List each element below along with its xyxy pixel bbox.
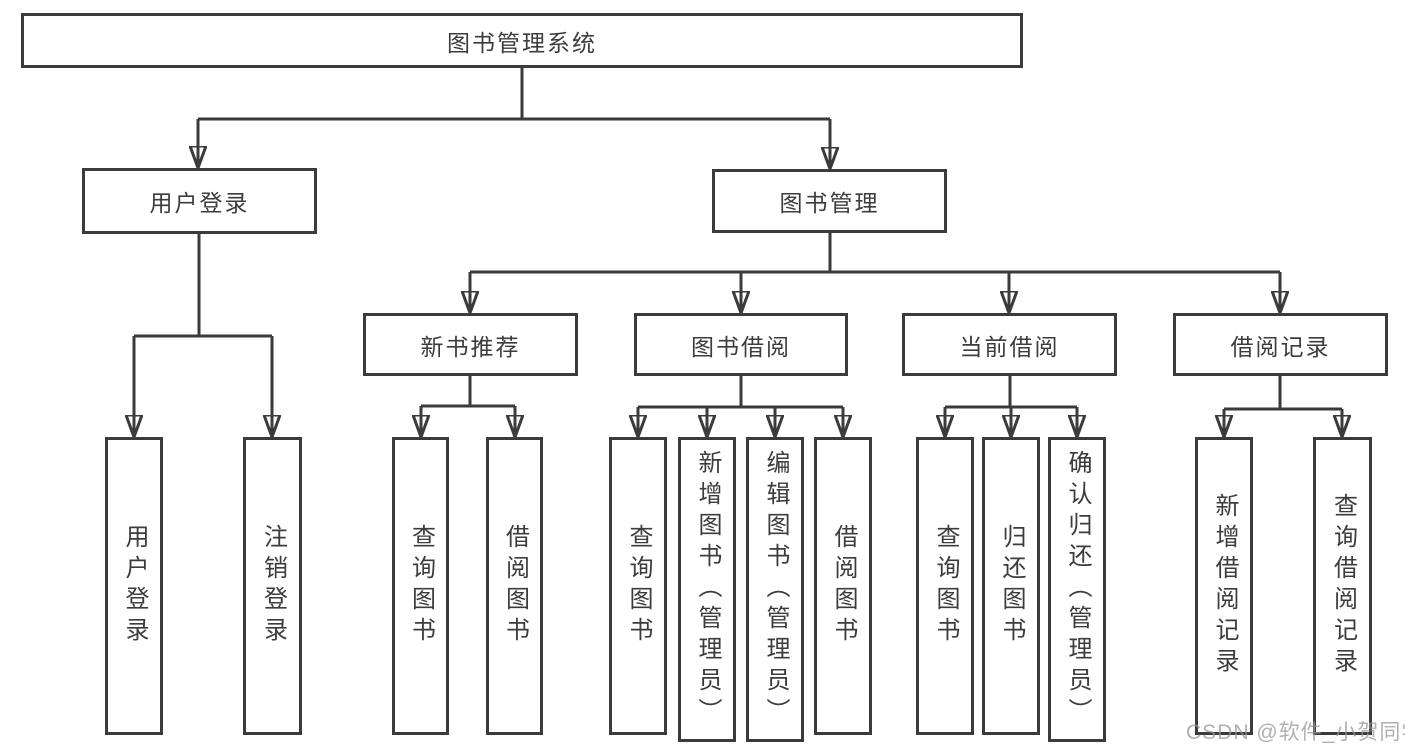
node-label: 新书推荐 — [420, 333, 521, 360]
node-label: 查询图书 — [407, 524, 435, 648]
leaf-nbr-query-books: 查询图书 — [392, 437, 449, 735]
node-label: 图书借阅 — [691, 333, 791, 360]
connector-bb-split — [638, 376, 843, 409]
connector-nbr-split — [421, 376, 515, 408]
leaf-cb-query-books: 查询图书 — [916, 437, 974, 735]
node-label: 借阅图书 — [830, 524, 857, 648]
node-book-borrowing: 图书借阅 — [634, 313, 848, 376]
node-label: 新增图书（管理员） — [694, 450, 721, 729]
node-label: 借阅记录 — [1230, 333, 1331, 360]
leaf-nbr-borrow-books: 借阅图书 — [486, 437, 543, 735]
node-label: 用户登录 — [121, 524, 148, 648]
node-label: 编辑图书（管理员） — [762, 450, 789, 729]
node-book-management: 图书管理 — [712, 169, 947, 233]
connector-root-split — [198, 68, 830, 121]
leaf-user-login: 用户登录 — [105, 437, 163, 735]
node-label: 确认归还（管理员） — [1064, 450, 1091, 729]
node-root-label: 图书管理系统 — [447, 29, 597, 56]
node-label: 查询图书 — [932, 524, 959, 648]
node-label: 查询借阅记录 — [1329, 493, 1357, 679]
node-borrowing-records: 借阅记录 — [1173, 313, 1388, 376]
leaf-cb-confirm-return-admin: 确认归还（管理员） — [1048, 437, 1106, 742]
node-label: 图书管理 — [779, 190, 880, 216]
leaf-logout: 注销登录 — [243, 437, 302, 735]
connector-user-login-split — [134, 234, 272, 338]
node-user-login-branch: 用户登录 — [82, 168, 317, 234]
leaf-bb-edit-books-admin: 编辑图书（管理员） — [746, 437, 804, 742]
leaf-cb-return-books: 归还图书 — [982, 437, 1040, 735]
leaf-bb-add-books-admin: 新增图书（管理员） — [678, 437, 736, 742]
leaf-bb-borrow-books: 借阅图书 — [814, 437, 872, 735]
node-label: 注销登录 — [259, 524, 287, 648]
node-label: 查询图书 — [625, 524, 652, 648]
leaf-br-add-record: 新增借阅记录 — [1195, 437, 1253, 735]
leaf-br-query-record: 查询借阅记录 — [1313, 437, 1372, 735]
node-root: 图书管理系统 — [21, 13, 1023, 68]
node-label: 新增借阅记录 — [1211, 493, 1238, 679]
connector-cb-split — [945, 376, 1077, 409]
node-current-borrowing: 当前借阅 — [902, 313, 1117, 376]
connector-br-split — [1224, 376, 1342, 411]
node-label: 当前借阅 — [959, 333, 1060, 360]
node-label: 借阅图书 — [501, 524, 529, 648]
node-label: 用户登录 — [149, 190, 250, 216]
node-new-book-recommend: 新书推荐 — [363, 313, 578, 376]
node-label: 归还图书 — [998, 524, 1025, 648]
connector-book-mgmt-split — [470, 233, 1280, 274]
leaf-bb-query-books: 查询图书 — [609, 437, 667, 735]
